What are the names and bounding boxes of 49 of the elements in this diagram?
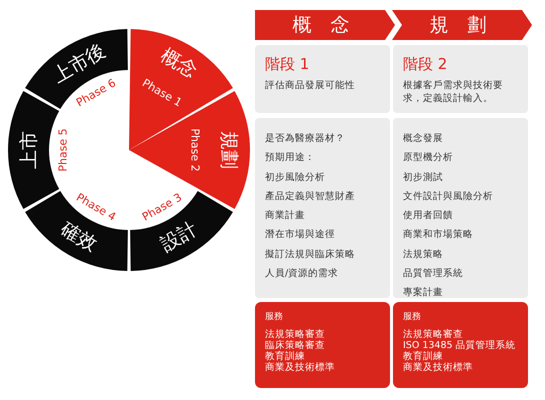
service-heading: 服務 [403, 310, 422, 323]
service-item: 法規策略審查 [403, 329, 464, 340]
service-item: 法規策略審查 [265, 329, 326, 340]
segment-title: 上市 [18, 131, 40, 169]
checklist-item: 法規策略 [403, 248, 444, 261]
checklist-item: 文件設計與風險分析 [403, 190, 494, 203]
service-card [393, 302, 528, 388]
checklist-item: 原型機分析 [403, 151, 454, 164]
checklist-item: 商業計畫 [265, 209, 306, 222]
segment-title: 設計 [157, 218, 201, 256]
checklist-item: 潛在市場與途徑 [265, 228, 336, 242]
phase-heading: 階段 2 [403, 55, 448, 74]
segment-title: 概念 [157, 44, 201, 82]
checklist-item: 專案計畫 [403, 286, 444, 300]
service-item: 商業及技術標準 [265, 362, 336, 373]
segment-title: 規劃 [218, 131, 240, 169]
phase-banner [255, 10, 395, 40]
phase-banner [392, 10, 532, 40]
phase-label: Phase 2 [188, 128, 202, 172]
phase-description: 根據客戶需求與技術要求，定義設計輸入。 [403, 79, 504, 105]
checklist-item: 品質管理系統 [403, 267, 464, 280]
service-item: 教育訓練 [265, 351, 306, 362]
segment-title: 上市後 [48, 40, 110, 88]
phase-segment [25, 190, 128, 271]
checklist-item: 初步風險分析 [265, 170, 326, 184]
checklist-item: 預期用途： [265, 151, 316, 164]
service-item: ISO 13485 品質管理系統 [403, 340, 517, 351]
segment-title: 確效 [57, 218, 101, 256]
banner-title: 概 念 [292, 13, 350, 38]
phase-segment [130, 190, 233, 271]
checklist-item: 是否為醫療器材？ [265, 132, 346, 145]
phase-label: Phase 5 [56, 128, 70, 172]
checklist-item: 概念發展 [403, 132, 444, 145]
checklist-item: 產品定義與智慧財產 [265, 190, 356, 203]
banner-title: 規 劃 [428, 13, 488, 38]
phase-description: 評估商品發展可能性 [265, 79, 356, 92]
service-card [255, 302, 390, 388]
phase-segment [8, 90, 70, 210]
phase-segment [25, 29, 128, 110]
checklist-item: 初步測試 [403, 170, 444, 184]
phase-heading: 階段 1 [265, 55, 310, 74]
service-item: 商業及技術標準 [403, 362, 474, 373]
checklist-item: 商業和市場策略 [403, 228, 474, 242]
checklist-item: 人員/資源的需求 [265, 267, 340, 280]
checklist-item: 使用者回饋 [403, 209, 454, 222]
checklist-item: 擬訂法規與臨床策略 [265, 248, 356, 261]
service-item: 臨床策略審查 [265, 340, 326, 351]
service-item: 教育訓練 [403, 351, 444, 362]
service-heading: 服務 [265, 310, 284, 323]
